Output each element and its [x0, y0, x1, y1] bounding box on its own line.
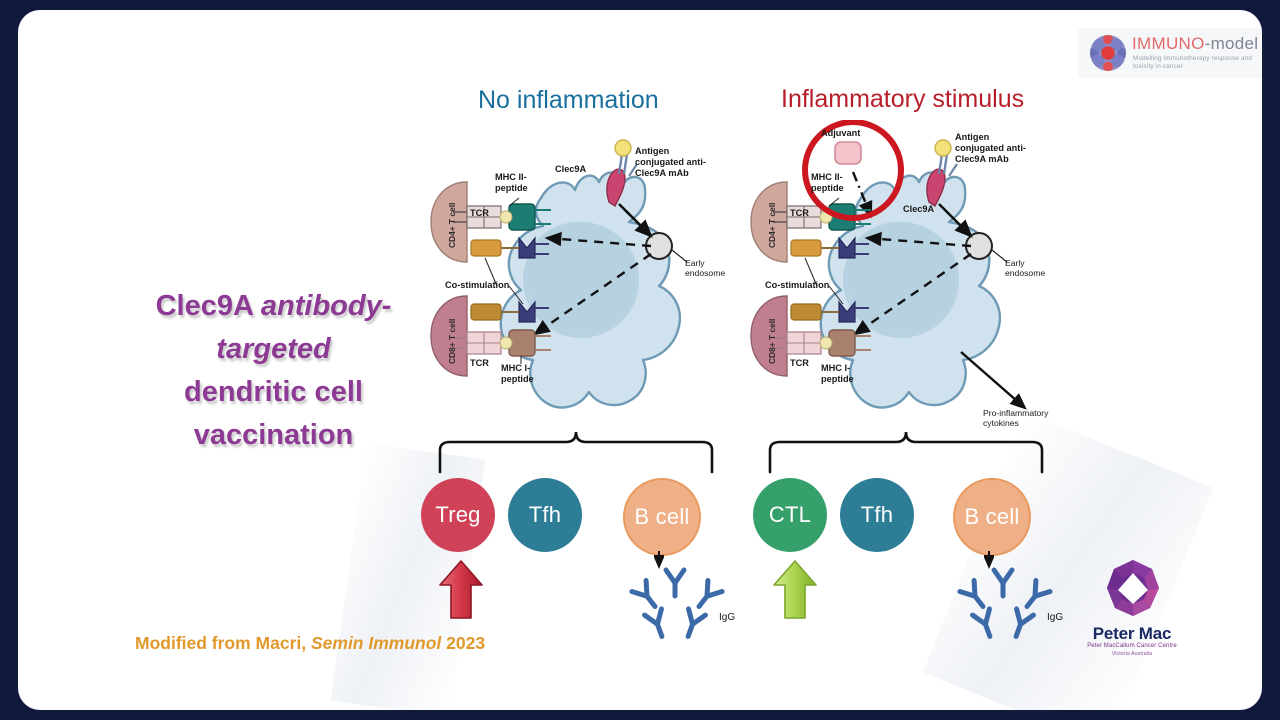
- igg-label-right: IgG: [1047, 612, 1064, 623]
- arrow-bcell-to-igg-left: [654, 551, 664, 569]
- label-cd8-t-cell: CD8+ T cell: [767, 318, 777, 364]
- igg-cluster-right: IgG: [943, 562, 1068, 640]
- label-mhc2-peptide: MHC II- peptide: [495, 172, 528, 193]
- immuno-word-secondary: -model: [1204, 34, 1259, 53]
- citation-year: 2023: [441, 633, 486, 653]
- petermac-mark-icon: [1107, 560, 1159, 616]
- page-title: Clec9A antibody- targeted dendritic cell…: [126, 285, 421, 457]
- column-heading-no-inflammation: No inflammation: [478, 86, 659, 114]
- label-early-endosome: Early endosome: [1005, 258, 1046, 279]
- outcome-cell-tfh-right: Tfh: [840, 478, 914, 552]
- igg-antibodies-left: [615, 562, 740, 640]
- outcome-cell-bcell-right: B cell: [953, 478, 1031, 556]
- title-line1-bold: Clec9A: [155, 290, 261, 322]
- label-clec9a: Clec9A: [555, 164, 587, 174]
- outcome-cell-treg: Treg: [421, 478, 495, 552]
- outcome-cell-bcell-left: B cell: [623, 478, 701, 556]
- label-cd4-t-cell: CD4+ T cell: [767, 202, 777, 248]
- igg-antibodies-right: [943, 562, 1068, 640]
- label-tcr-lower: TCR: [470, 358, 489, 368]
- immuno-model-logo: IMMUNO-model Modelling immunotherapy res…: [1078, 28, 1262, 78]
- title-line4: vaccination: [193, 419, 354, 451]
- arrow-up-ctl: [773, 560, 817, 619]
- label-mhc1-peptide: MHC I- peptide: [821, 363, 854, 384]
- citation-journal: Semin Immunol: [310, 633, 442, 653]
- label-cytokines: Pro-inflammatory cytokines: [983, 408, 1049, 429]
- outcome-cell-ctl: CTL: [753, 478, 827, 552]
- column-heading-inflammatory-stimulus: Inflammatory stimulus: [781, 85, 1025, 113]
- immuno-model-wordmark: IMMUNO-model: [1132, 34, 1258, 54]
- label-tcr-upper: TCR: [790, 208, 809, 218]
- petermac-location: Victoria Australia: [1111, 651, 1153, 657]
- label-cd8-t-cell: CD8+ T cell: [447, 318, 457, 364]
- immuno-word-primary: IMMUNO: [1132, 34, 1205, 53]
- petermac-logo: Peter Mac Peter MacCallum Cancer Centre …: [1062, 558, 1202, 662]
- arrow-bcell-to-igg-right: [984, 551, 994, 569]
- label-antibody: Antigen conjugated anti- Clec9A mAb: [955, 132, 1026, 164]
- immuno-model-mark-icon: [1090, 35, 1126, 71]
- outcome-cell-tfh-left: Tfh: [508, 478, 582, 552]
- immuno-model-tagline: Modelling immunotherapy response and tox…: [1133, 55, 1253, 71]
- igg-cluster-left: IgG: [615, 562, 740, 640]
- label-antibody: Antigen conjugated anti- Clec9A mAb: [635, 146, 706, 178]
- dendritic-cell-diagram-right: [750, 119, 1027, 410]
- brace-left: [438, 431, 714, 474]
- dendritic-cell-diagram-left: [430, 139, 688, 409]
- label-adjuvant: Adjuvant: [821, 128, 861, 138]
- label-tcr-upper: TCR: [470, 208, 489, 218]
- title-line1-italic: antibody-: [260, 290, 392, 322]
- title-line2-italic: targeted: [216, 333, 331, 365]
- label-tcr-lower: TCR: [790, 358, 809, 368]
- title-line3: dendritic cell: [184, 376, 363, 408]
- petermac-wordmark: Peter Mac: [1092, 624, 1172, 643]
- label-early-endosome: Early endosome: [685, 258, 726, 279]
- arrow-up-treg: [439, 560, 483, 619]
- label-cd4-t-cell: CD4+ T cell: [447, 202, 457, 248]
- igg-label-left: IgG: [719, 612, 736, 623]
- citation-prefix: Modified from Macri,: [135, 633, 311, 653]
- label-costimulation: Co-stimulation: [765, 280, 830, 290]
- label-mhc1-peptide: MHC I- peptide: [501, 363, 534, 384]
- diagram-panel-no-inflammation: CD4+ T cell CD8+ T cell TCR TCR MHC II- …: [423, 120, 753, 450]
- slide-canvas: IMMUNO-model Modelling immunotherapy res…: [18, 10, 1262, 710]
- label-clec9a: Clec9A: [903, 204, 935, 214]
- label-costimulation: Co-stimulation: [445, 280, 510, 290]
- diagram-panel-inflammatory-stimulus: CD4+ T cell CD8+ T cell TCR TCR MHC II- …: [743, 119, 1073, 450]
- citation: Modified from Macri, Semin Immunol 2023: [135, 633, 485, 654]
- brace-right: [768, 431, 1044, 474]
- label-mhc2-peptide: MHC II- peptide: [811, 172, 844, 193]
- petermac-subtitle: Peter MacCallum Cancer Centre: [1087, 643, 1177, 649]
